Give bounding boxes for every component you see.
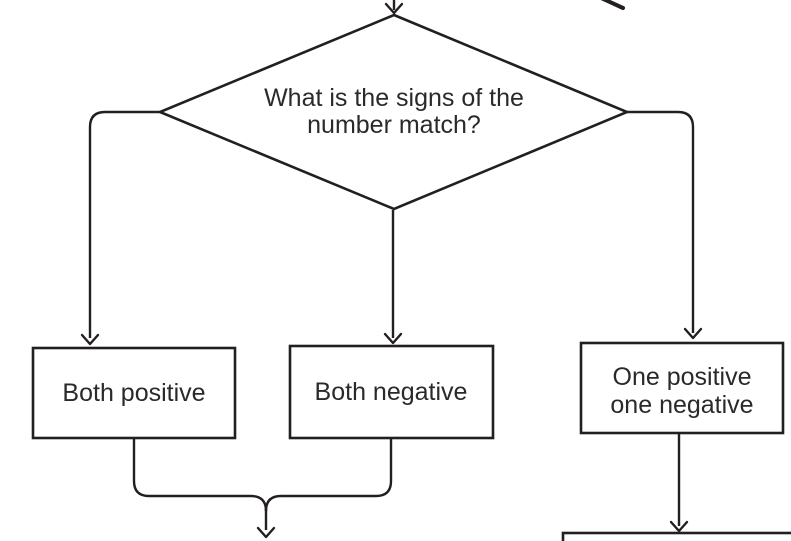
edge-decision-to-both-negative xyxy=(383,210,403,345)
both-positive-label: Both positive xyxy=(62,379,205,407)
both-negative-box-shape xyxy=(288,344,495,440)
node-both-positive: Both positive xyxy=(31,346,237,440)
arrowhead-down-icon xyxy=(256,526,276,539)
arrowhead-down-icon xyxy=(80,333,100,346)
arrowhead-down-icon xyxy=(384,2,404,15)
node-next-partial xyxy=(561,531,791,541)
arrowhead-down-icon xyxy=(683,327,703,340)
arrowhead-down-icon xyxy=(383,332,403,345)
decision-label-line1: What is the signs of the xyxy=(264,84,524,112)
decision-label-line2: number match? xyxy=(307,111,481,139)
one-positive-one-negative-label-line1: One positive xyxy=(613,363,752,391)
node-one-positive-one-negative: One positive one negative xyxy=(579,341,785,435)
edge-line xyxy=(627,110,695,333)
next-box-shape xyxy=(561,531,791,541)
edge-line xyxy=(88,110,160,338)
both-positive-box-shape xyxy=(31,346,237,440)
edge-decision-to-both-positive xyxy=(80,110,160,346)
edge-line-from-both-negative xyxy=(264,438,393,512)
partial-line-top-right xyxy=(600,0,625,10)
node-decision: What is the signs of the number match? xyxy=(156,13,631,211)
edge-one-positive-one-negative-to-next xyxy=(669,433,689,533)
edge-decision-to-one-positive-one-negative xyxy=(627,110,703,340)
both-negative-label: Both negative xyxy=(315,378,468,406)
arrowhead-down-icon xyxy=(669,520,689,533)
edge-incoming-to-decision xyxy=(384,0,404,15)
edge-merge-to-offscreen-bottom xyxy=(132,438,393,539)
edge-line-from-both-positive xyxy=(132,438,268,512)
decision-diamond-shape xyxy=(156,13,631,211)
node-both-negative: Both negative xyxy=(288,344,495,440)
one-positive-one-negative-box-shape xyxy=(579,341,785,435)
one-positive-one-negative-label-line2: one negative xyxy=(610,391,753,419)
